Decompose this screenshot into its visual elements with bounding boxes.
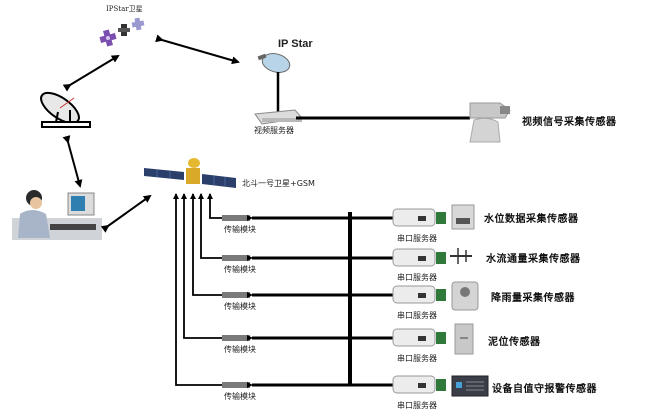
- uplink-2: [198, 193, 222, 259]
- transmission-module-4: [222, 335, 250, 341]
- sensor-mud-level-icon: [454, 323, 474, 355]
- sensor-label-mud-level: 泥位传感器: [488, 337, 541, 348]
- sensor-label-rain: 降雨量采集传感器: [491, 293, 575, 304]
- serial-server-label: 串口服务器: [397, 273, 437, 282]
- video-server-label: 视频服务器: [254, 126, 294, 135]
- transmission-module-5: [222, 382, 250, 388]
- transmission-module-3: [222, 292, 250, 298]
- link-ipstar-to-ground: [155, 34, 240, 65]
- transmission-module-label: 传输模块: [224, 345, 256, 354]
- sensor-label-alarm: 设备自值守报警传感器: [492, 384, 597, 395]
- ipstar-satellite-icon: [99, 17, 145, 47]
- ground-dish-icon: [40, 91, 91, 128]
- ipstar-dish-icon: [257, 53, 291, 112]
- link-dish-to-operator: [62, 135, 83, 188]
- transmission-module-label: 传输模块: [224, 302, 256, 311]
- uplink-1: [207, 193, 222, 219]
- video-camera-icon: [469, 102, 511, 143]
- uplink-3: [190, 193, 222, 296]
- sensor-label-water-level: 水位数据采集传感器: [484, 214, 579, 225]
- sensor-flow-icon: [450, 248, 472, 264]
- bus-lines: [247, 212, 395, 388]
- uplink-arrows: [173, 193, 222, 386]
- serial-server-label: 串口服务器: [397, 311, 437, 320]
- ipstar-label: IP Star: [278, 38, 313, 50]
- serial-server-3: [392, 285, 446, 304]
- uplink-5: [173, 193, 222, 386]
- transmission-module-label: 传输模块: [224, 265, 256, 274]
- operator-workstation-icon: [12, 190, 102, 240]
- sensor-rain-icon: [451, 281, 479, 311]
- serial-server-label: 串口服务器: [397, 401, 437, 410]
- transmission-module-label: 传输模块: [224, 225, 256, 234]
- transmission-module-label: 传输模块: [224, 392, 256, 401]
- link-dish-to-ipstar: [62, 54, 120, 92]
- video-sensor-label: 视频信号采集传感器: [522, 117, 617, 128]
- video-server-icon: [254, 109, 303, 125]
- beidou-label: 北斗一号卫星+GSM: [242, 179, 315, 188]
- serial-server-1: [392, 208, 446, 227]
- sensor-label-flow: 水流通量采集传感器: [486, 254, 581, 265]
- transmission-module-1: [222, 215, 250, 221]
- serial-server-2: [392, 248, 446, 267]
- serial-server-label: 串口服务器: [397, 354, 437, 363]
- sensor-water-level-icon: [451, 204, 475, 230]
- link-operator-to-beidou: [100, 194, 152, 233]
- serial-server-label: 串口服务器: [397, 234, 437, 243]
- transmission-modules: [222, 215, 250, 388]
- serial-server-5: [392, 375, 446, 394]
- sensor-alarm-icon: [451, 375, 489, 397]
- uplink-4: [181, 193, 222, 339]
- serial-servers: [392, 208, 446, 394]
- beidou-satellite-icon: [144, 158, 236, 188]
- serial-server-4: [392, 328, 446, 347]
- ipstar-satellite-label: IPStar卫星: [106, 5, 143, 13]
- transmission-module-2: [222, 255, 250, 261]
